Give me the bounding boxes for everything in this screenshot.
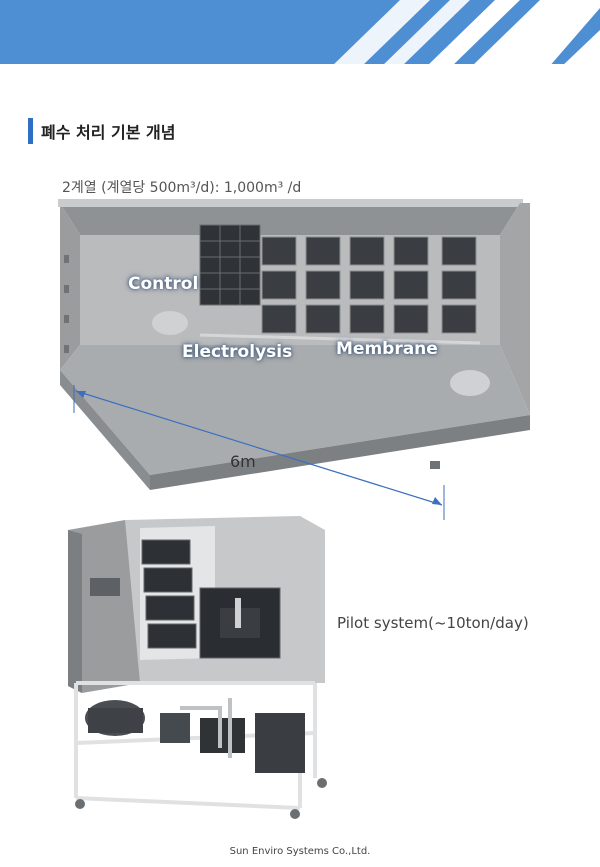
header-banner [0,0,600,68]
pilot-system-illustration [68,516,327,819]
footer-company: Sun Enviro Systems Co.,Ltd. [229,846,371,857]
capacity-spec: 2계열 (계열당 500m³/d): 1,000m³ /d [62,180,302,196]
container-system-illustration [58,199,530,520]
length-dimension-label: 6m [230,452,256,471]
section-title: 폐수 처리 기본 개념 [41,123,176,142]
control-label: Control [128,274,199,294]
pilot-system-caption: Pilot system(~10ton/day) [337,614,529,632]
section-heading: 폐수 처리 기본 개념 [28,118,175,144]
electrolysis-label: Electrolysis [182,342,293,362]
membrane-label: Membrane [336,339,438,359]
heading-accent-bar [28,118,33,144]
